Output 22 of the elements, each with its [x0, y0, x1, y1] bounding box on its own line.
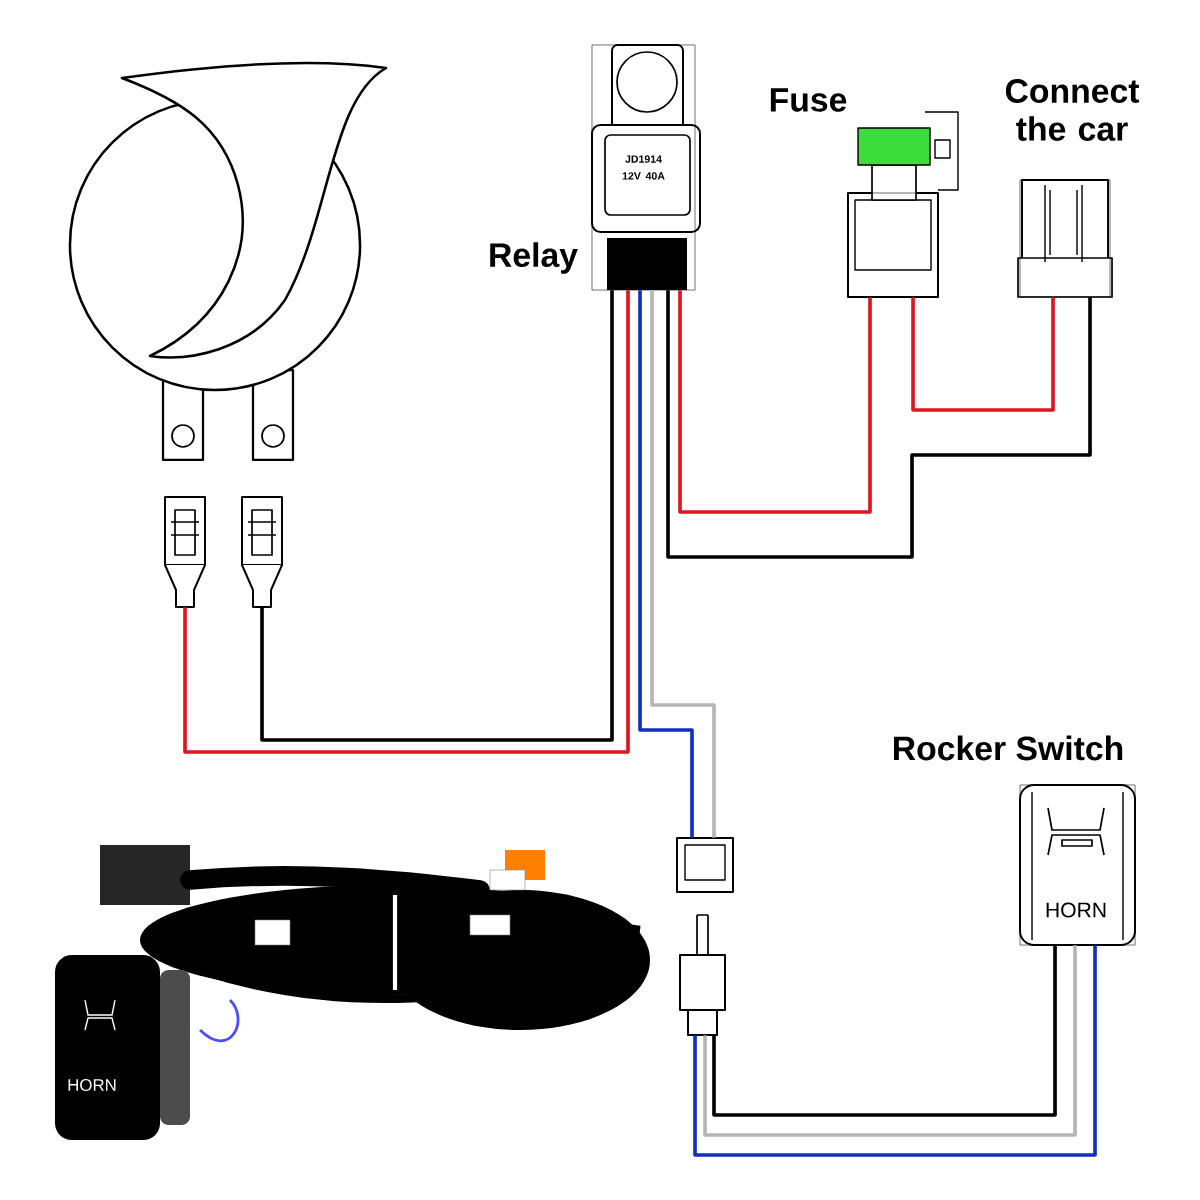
spade-connector	[241, 496, 283, 608]
wire	[911, 297, 1055, 412]
wire	[666, 290, 1092, 559]
wire	[693, 945, 1097, 1157]
plug-connector	[676, 837, 734, 893]
wire	[678, 290, 872, 514]
wire	[260, 290, 614, 742]
wire	[703, 945, 1077, 1137]
wire	[183, 290, 630, 754]
plug-connector	[679, 914, 726, 1036]
heading: Relay	[490, 242, 578, 274]
relay-drawing: JD1914 12V 40A	[591, 44, 701, 291]
wire	[712, 945, 1057, 1117]
heading: Rocker Switch	[894, 735, 1123, 761]
spade-connector	[164, 496, 206, 608]
harness-photo: HORN	[55, 845, 650, 1140]
heading: Connect the car	[1005, 79, 1140, 141]
wire	[638, 290, 694, 838]
horn-drawing	[68, 61, 388, 462]
wire	[650, 290, 716, 838]
heading: Fuse	[770, 88, 847, 112]
switch-label: HORN	[1046, 902, 1106, 918]
